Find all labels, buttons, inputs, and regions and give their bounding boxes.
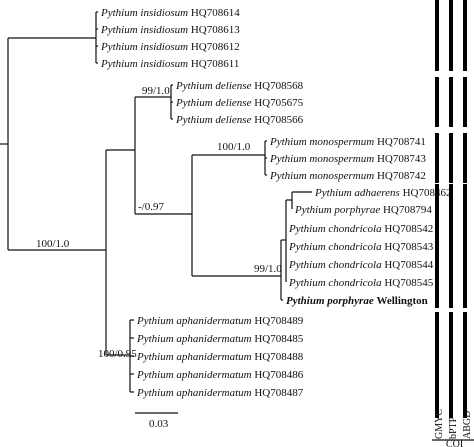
method-label-abgd: ABGD — [462, 411, 473, 439]
taxon-species: Pythium deliense — [175, 80, 254, 92]
taxon-species: Pythium chondricola — [288, 277, 384, 289]
taxon-label: Pythium chondricola HQ708545 — [288, 277, 434, 289]
taxon-accession: HQ708566 — [254, 114, 303, 126]
taxon-accession: HQ705675 — [254, 97, 303, 109]
taxon-species: Pythium adhaerens — [314, 187, 403, 199]
delimitation-bar — [435, 184, 439, 308]
taxon-label: Pythium monospermum HQ708743 — [269, 153, 426, 165]
taxon-label: Pythium aphanidermatum HQ708485 — [136, 333, 304, 345]
taxon-species: Pythium insidiosum — [100, 58, 191, 70]
taxon-species: Pythium porphyrae — [294, 204, 383, 216]
taxon-label: Pythium insidiosum HQ708613 — [100, 24, 240, 36]
taxon-label: Pythium aphanidermatum HQ708488 — [136, 351, 304, 363]
taxon-species: Pythium deliense — [175, 114, 254, 126]
taxon-accession: HQ708486 — [254, 369, 303, 381]
taxon-accession: HQ708488 — [254, 351, 303, 363]
delimitation-bar — [463, 133, 467, 183]
support-deliense: 99/1.0 — [142, 85, 170, 97]
taxon-species: Pythium monospermum — [269, 136, 377, 148]
taxon-accession: HQ708544 — [384, 259, 433, 271]
taxon-species: Pythium aphanidermatum — [136, 351, 254, 363]
taxon-accession: HQ708462 — [403, 187, 452, 199]
taxon-accession: HQ708489 — [254, 315, 303, 327]
delimitation-bar — [463, 0, 467, 71]
delimitation-bar — [435, 312, 439, 418]
taxon-accession: Wellington — [376, 295, 427, 307]
taxon-accession: HQ708487 — [254, 387, 303, 399]
taxon-accession: HQ708743 — [377, 153, 426, 165]
taxon-accession: HQ708543 — [384, 241, 433, 253]
support-porphyrae-clade: 99/1.0 — [254, 263, 282, 275]
delimitation-bar — [449, 133, 453, 183]
support-deliense-group: -/0.97 — [138, 201, 164, 213]
taxon-label: Pythium adhaerens HQ708462 — [314, 187, 451, 199]
taxon-species: Pythium monospermum — [269, 170, 377, 182]
taxon-label: Pythium monospermum HQ708742 — [269, 170, 426, 182]
delimitation-bar — [449, 77, 453, 127]
tree-branches — [0, 11, 312, 393]
scale-bar-label: 0.03 — [149, 418, 169, 430]
method-label-bptp: bPTP — [448, 416, 459, 439]
taxon-label: Pythium porphyrae HQ708794 — [294, 204, 432, 216]
delimitation-bar — [449, 0, 453, 71]
taxon-accession: HQ708742 — [377, 170, 426, 182]
taxon-label: Pythium aphanidermatum HQ708487 — [136, 387, 304, 399]
support-aphanidermatum: 100/0.95 — [98, 348, 137, 360]
taxon-species: Pythium chondricola — [288, 241, 384, 253]
taxon-label: Pythium porphyrae Wellington — [286, 295, 428, 307]
taxon-label: Pythium insidiosum HQ708612 — [100, 41, 240, 53]
delimitation-bar — [463, 77, 467, 127]
taxon-accession: HQ708485 — [254, 333, 303, 345]
taxon-accession: HQ708614 — [191, 7, 240, 19]
taxon-label: Pythium chondricola HQ708542 — [288, 223, 433, 235]
taxon-label: Pythium monospermum HQ708741 — [269, 136, 426, 148]
method-label-gmyc: GMYC — [434, 409, 445, 439]
delimitation-bar — [463, 184, 467, 308]
taxon-label: Pythium deliense HQ705675 — [175, 97, 304, 109]
taxon-species: Pythium aphanidermatum — [136, 369, 254, 381]
taxon-accession: HQ708612 — [191, 41, 240, 53]
taxon-species: Pythium insidiosum — [100, 7, 191, 19]
taxon-label: Pythium aphanidermatum HQ708489 — [136, 315, 304, 327]
delimitation-bar — [435, 0, 439, 71]
taxon-accession: HQ708613 — [191, 24, 240, 36]
taxon-label: Pythium deliense HQ708568 — [175, 80, 304, 92]
taxon-species: Pythium insidiosum — [100, 41, 191, 53]
delimitation-bar — [449, 312, 453, 418]
species-delimitation-bars — [435, 0, 467, 418]
taxon-species: Pythium aphanidermatum — [136, 315, 254, 327]
taxon-species: Pythium chondricola — [288, 223, 384, 235]
taxon-accession: HQ708568 — [254, 80, 303, 92]
support-monospermum: 100/1.0 — [217, 141, 251, 153]
taxon-label: Pythium chondricola HQ708544 — [288, 259, 434, 271]
taxon-label: Pythium deliense HQ708566 — [175, 114, 304, 126]
taxon-species: Pythium porphyrae — [286, 295, 376, 307]
delimitation-bar — [463, 312, 467, 418]
delimitation-bar — [449, 184, 453, 308]
taxon-species: Pythium deliense — [175, 97, 254, 109]
coi-label: COI — [446, 439, 463, 447]
support-root: 100/1.0 — [36, 238, 70, 250]
taxon-species: Pythium aphanidermatum — [136, 333, 254, 345]
taxon-accession: HQ708545 — [384, 277, 433, 289]
taxon-accession: HQ708611 — [191, 58, 239, 70]
delimitation-bar — [435, 77, 439, 127]
taxon-species: Pythium monospermum — [269, 153, 377, 165]
delimitation-bar — [435, 133, 439, 183]
taxon-species: Pythium aphanidermatum — [136, 387, 254, 399]
taxon-species: Pythium insidiosum — [100, 24, 191, 36]
taxon-species: Pythium chondricola — [288, 259, 384, 271]
taxon-accession: HQ708741 — [377, 136, 426, 148]
taxon-label: Pythium aphanidermatum HQ708486 — [136, 369, 304, 381]
taxon-accession: HQ708794 — [383, 204, 432, 216]
taxon-label: Pythium insidiosum HQ708614 — [100, 7, 240, 19]
taxon-accession: HQ708542 — [384, 223, 433, 235]
taxon-label: Pythium chondricola HQ708543 — [288, 241, 434, 253]
taxon-label: Pythium insidiosum HQ708611 — [100, 58, 239, 70]
